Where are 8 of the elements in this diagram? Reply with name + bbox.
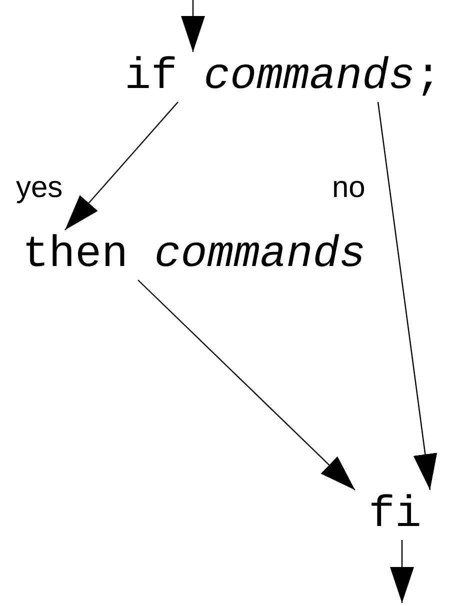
arrow bbox=[181, 0, 205, 52]
arrow bbox=[390, 540, 414, 603]
arrow bbox=[64, 102, 178, 230]
code-text: fi bbox=[368, 490, 422, 540]
arrow bbox=[377, 102, 438, 490]
code-text: if commands; bbox=[124, 52, 442, 102]
code-text: then commands bbox=[22, 230, 366, 280]
arrow bbox=[138, 280, 356, 490]
